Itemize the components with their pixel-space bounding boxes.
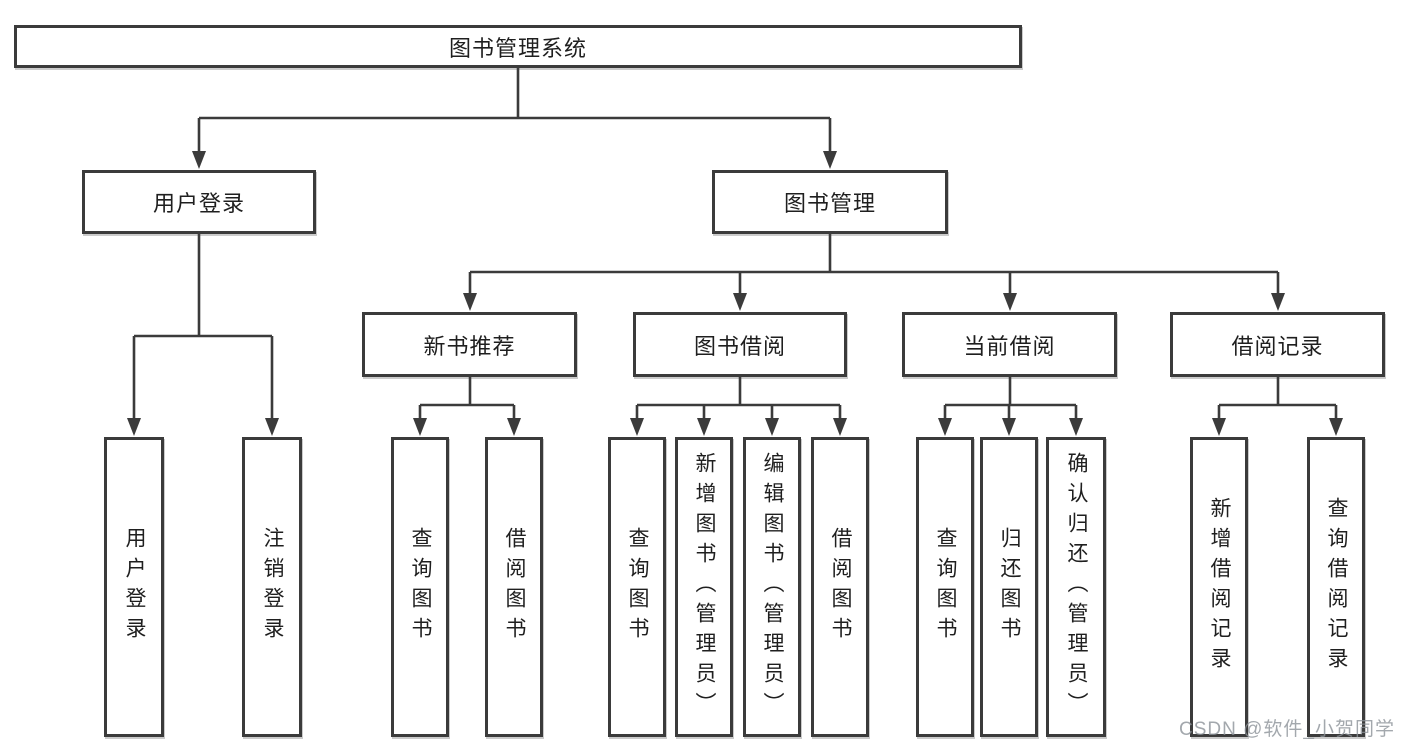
- node-new-book-recommend: 新书推荐: [362, 312, 577, 377]
- leaf-user-login: 用户登录: [104, 437, 164, 737]
- leaf-borrow-books-recommend: 借阅图书: [485, 437, 543, 737]
- node-book-borrowing: 图书借阅: [633, 312, 847, 377]
- leaf-logout: 注销登录: [242, 437, 302, 737]
- node-borrowing-records: 借阅记录: [1170, 312, 1385, 377]
- node-book-management: 图书管理: [712, 170, 948, 234]
- leaf-query-books-borrowing: 查询图书: [608, 437, 666, 737]
- leaf-return-books: 归还图书: [980, 437, 1038, 737]
- node-library-system: 图书管理系统: [14, 25, 1022, 68]
- leaf-query-books-recommend: 查询图书: [391, 437, 449, 737]
- leaf-query-books-current: 查询图书: [916, 437, 974, 737]
- leaf-query-borrow-record: 查询借阅记录: [1307, 437, 1365, 737]
- leaf-add-books-admin: 新增图书（管理员）: [675, 437, 733, 737]
- node-current-borrowing: 当前借阅: [902, 312, 1117, 377]
- leaf-borrow-books: 借阅图书: [811, 437, 869, 737]
- leaf-add-borrow-record: 新增借阅记录: [1190, 437, 1248, 737]
- node-user-login: 用户登录: [82, 170, 316, 234]
- leaf-confirm-return-admin: 确认归还（管理员）: [1046, 437, 1106, 737]
- leaf-edit-books-admin: 编辑图书（管理员）: [743, 437, 801, 737]
